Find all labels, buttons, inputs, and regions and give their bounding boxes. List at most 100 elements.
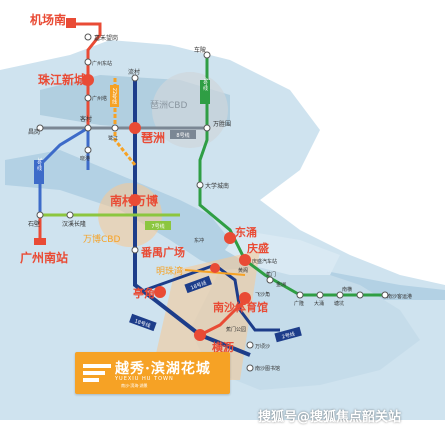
label-daxuecheng: 大学城南: [205, 182, 229, 190]
line-tag-4: [200, 80, 210, 104]
badge-title: 越秀·滨湖花城: [115, 361, 211, 377]
line-tag-3: [34, 160, 44, 184]
station-dot: [356, 291, 364, 299]
line-tag-3-text: 3号线: [36, 157, 42, 171]
label-qingsheng: 庆盛: [246, 241, 269, 255]
line-tag-7-text: 7号线: [151, 223, 164, 230]
line-tag-8-text: 8号线: [176, 132, 189, 139]
label-panyu: 番禺广场: [140, 245, 185, 259]
label-zhujiang: 珠江新城: [38, 72, 86, 87]
stations: [34, 18, 389, 372]
line-tag-22-text: 22号线: [111, 88, 117, 105]
label-wanshengwei: 万胜围: [213, 120, 231, 128]
station-dot: [316, 291, 324, 299]
station-dot-qingsheng: [239, 254, 251, 266]
label-jinzhou: 金洲: [276, 281, 286, 288]
label-nansha-lib: 南沙图书馆: [255, 365, 280, 372]
label-huangge: 黄阁: [238, 267, 248, 274]
label-wanqingsha: 万顷沙: [255, 343, 270, 350]
line-tag-2-text: 2号线: [281, 330, 296, 340]
station-dot-nancun: [129, 194, 141, 206]
label-dayong: 大涌: [314, 300, 324, 307]
station-dot-gz-south: [34, 238, 46, 245]
label-pazhou: 琶洲: [141, 131, 165, 145]
label-feisha: 飞沙角: [255, 291, 270, 298]
station-dot-zhujiang: [82, 74, 94, 86]
line-tag-2: [274, 326, 302, 343]
station-dot-mingzhu: [210, 263, 220, 273]
label-airport-south: 机场南: [30, 12, 66, 27]
station-dot: [296, 291, 304, 299]
watermark: 搜狐号@搜狐焦点韶关站: [258, 410, 402, 425]
station-dot: [66, 211, 74, 219]
label-dongchong: 东冲: [194, 237, 204, 244]
station-dot: [84, 124, 92, 132]
station-dot: [196, 181, 204, 189]
badge-subtitle: YUEXIU HU TOWN: [115, 376, 174, 382]
station-dot: [84, 33, 92, 41]
station-dot: [131, 246, 139, 254]
label-gz-tower: 广州塔: [92, 95, 107, 102]
line-tag-18: [184, 275, 212, 294]
station-dot: [36, 211, 44, 219]
station-dot-pazhou: [129, 122, 141, 134]
station-dot-hengli: [194, 329, 206, 341]
station-dot-dongyong: [224, 232, 236, 244]
line-red-north: [72, 22, 102, 128]
label-chepo: 车陂: [194, 46, 206, 54]
label-pazhou-cbd: 琶洲CBD: [150, 100, 187, 111]
line-tag-7: [145, 221, 171, 230]
station-dot: [36, 124, 44, 132]
label-hanxi: 汉溪长隆: [62, 220, 86, 228]
line-tag-18b: [129, 313, 157, 332]
station-dot-nansha-sports: [239, 292, 251, 304]
project-logo-icon: [83, 364, 111, 382]
label-changgang: 昌岗: [28, 129, 40, 136]
label-hengli: 横沥: [212, 340, 234, 354]
station-dot: [111, 124, 119, 132]
label-jiaomen-park: 蕉门公园: [226, 326, 246, 333]
line-tag-22: [110, 85, 119, 107]
label-jiaomen: 蕉门: [266, 271, 276, 278]
station-dot: [203, 124, 211, 132]
label-guangrong: 广隆: [294, 300, 304, 307]
station-dot: [336, 291, 344, 299]
label-dongyong: 东涌: [235, 225, 257, 239]
label-nansha-sports: 南沙体育馆: [213, 300, 268, 314]
label-tingjiao: 亭角: [133, 286, 155, 300]
project-badge: 越秀·滨湖花城 YUEXIU HU TOWN 南沙·滨海·湖景: [75, 352, 230, 394]
station-dot: [381, 291, 389, 299]
label-kecun: 客村: [80, 115, 92, 123]
badge-tag: 南沙·滨海·湖景: [121, 383, 148, 388]
label-mingzhu: 明珠湾: [156, 265, 183, 277]
label-lujiao: 鹭江: [108, 135, 118, 142]
label-liucun: 流村: [128, 68, 140, 76]
station-dot: [131, 74, 139, 82]
label-tangkeng: 塘坑: [334, 300, 344, 307]
station-dot: [203, 51, 211, 59]
label-nanheng: 南横: [342, 286, 352, 293]
station-dot-tingjiao: [154, 286, 166, 298]
label-gz-south: 广州南站: [20, 250, 68, 265]
label-nansha-port: 南沙客运港: [387, 293, 412, 300]
station-dot: [84, 146, 92, 154]
station-dot: [246, 341, 254, 349]
station-dot-airport: [66, 18, 76, 28]
label-wanbo-cbd: 万博CBD: [83, 233, 120, 245]
label-shibi: 石壁: [28, 220, 40, 228]
station-dot: [84, 58, 92, 66]
line-tag-4-text: 4号线: [202, 77, 208, 91]
label-qingsheng-station: 庆盛汽车站: [252, 258, 277, 265]
line-red-south: [199, 298, 247, 337]
label-nancun: 南村万博: [110, 193, 158, 208]
station-dot: [84, 94, 92, 102]
label-jiahe: 嘉禾望岗: [94, 34, 118, 42]
line-4: [198, 55, 385, 297]
station-dot: [266, 276, 274, 284]
station-dot: [246, 364, 254, 372]
label-gz-east: 广州东站: [92, 60, 112, 67]
line-tag-8: [170, 130, 196, 139]
label-xiaogang: 晓港: [80, 155, 90, 162]
